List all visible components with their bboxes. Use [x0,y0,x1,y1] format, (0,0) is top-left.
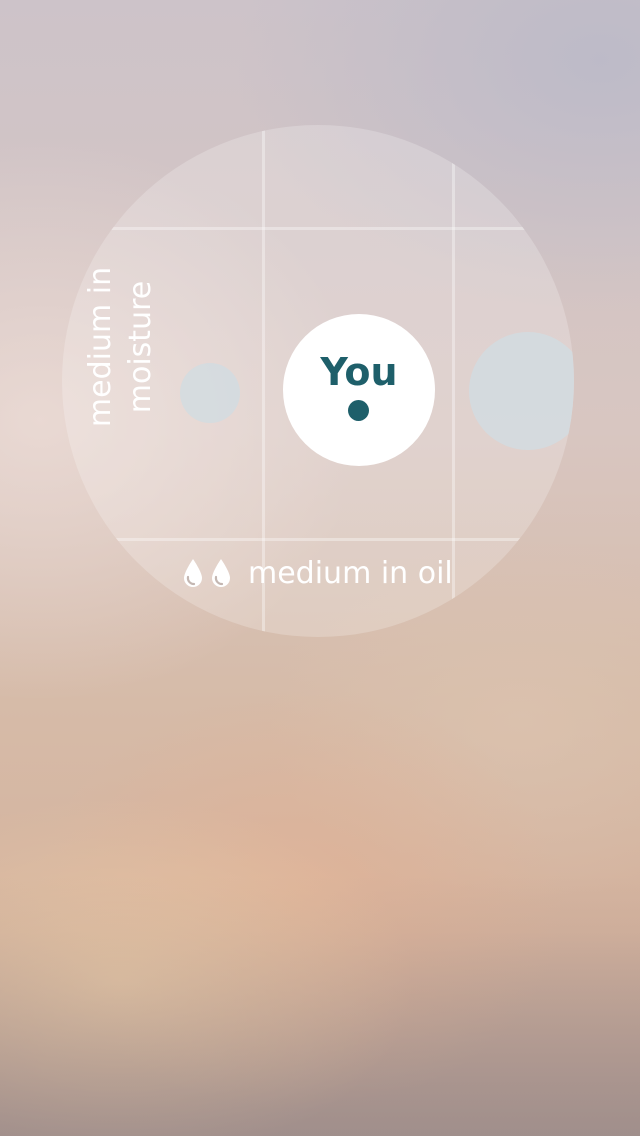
water-drop-icon [184,559,202,587]
you-label: You [320,350,398,394]
water-drop-icon [212,559,230,587]
neighbor-bubble-small[interactable] [180,363,240,423]
background-shade [0,876,640,1136]
grid-line-vertical [262,125,265,637]
grid-line-horizontal [62,227,574,230]
oil-label: medium in oil [248,555,453,591]
you-marker[interactable]: You [283,314,435,466]
moisture-label-line1: medium in [83,266,118,428]
neighbor-bubble-large[interactable] [469,332,574,450]
oil-level: medium in oil [182,553,453,593]
moisture-label-line2: moisture [123,280,158,414]
grid-line-vertical [452,125,455,637]
grid-line-horizontal [62,538,574,541]
skin-type-dial: You medium in moisture medium in oil [62,125,574,637]
moisture-label: medium in moisture [81,237,161,457]
you-dot [348,400,369,421]
